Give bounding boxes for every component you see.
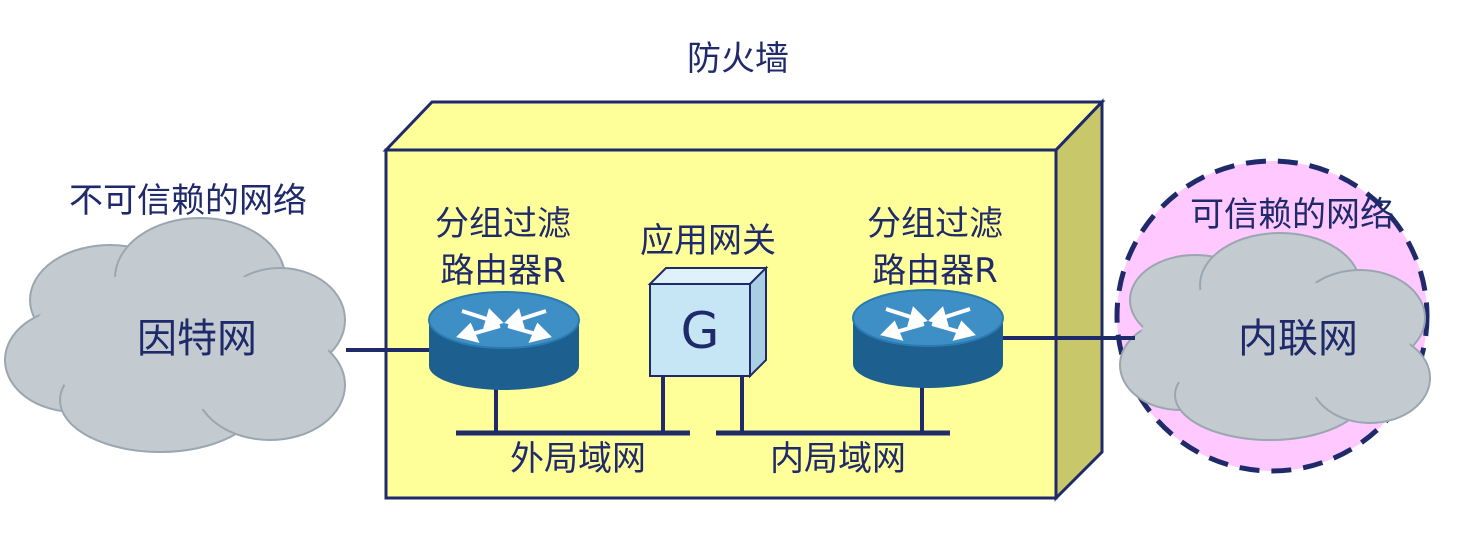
outer-lan-label: 外局域网: [510, 439, 646, 479]
firewall-top-face: [382, 100, 1106, 152]
inner-lan-label: 内局域网: [770, 439, 906, 479]
right-router-label-line1: 分组过滤: [867, 204, 1003, 244]
firewall-title: 防火墙: [687, 39, 789, 79]
right-router-icon: [852, 289, 1004, 388]
left-router-icon: [428, 291, 580, 390]
left-router-label-line2: 路由器R: [440, 251, 566, 291]
firewall-side-face: [1054, 98, 1104, 502]
gateway-letter: G: [681, 302, 720, 360]
trusted-network-caption: 可信赖的网络: [1190, 195, 1394, 235]
untrusted-network-caption: 不可信赖的网络: [69, 181, 307, 221]
intranet-cloud: [1119, 232, 1431, 441]
right-router-label-line2: 路由器R: [872, 251, 998, 291]
gateway-box: [647, 265, 769, 379]
left-router-label-line1: 分组过滤: [435, 204, 571, 244]
internet-label: 因特网: [137, 316, 257, 362]
gateway-label: 应用网关: [640, 221, 776, 261]
intranet-label: 内联网: [1238, 316, 1358, 362]
internet-cloud: [4, 217, 346, 453]
